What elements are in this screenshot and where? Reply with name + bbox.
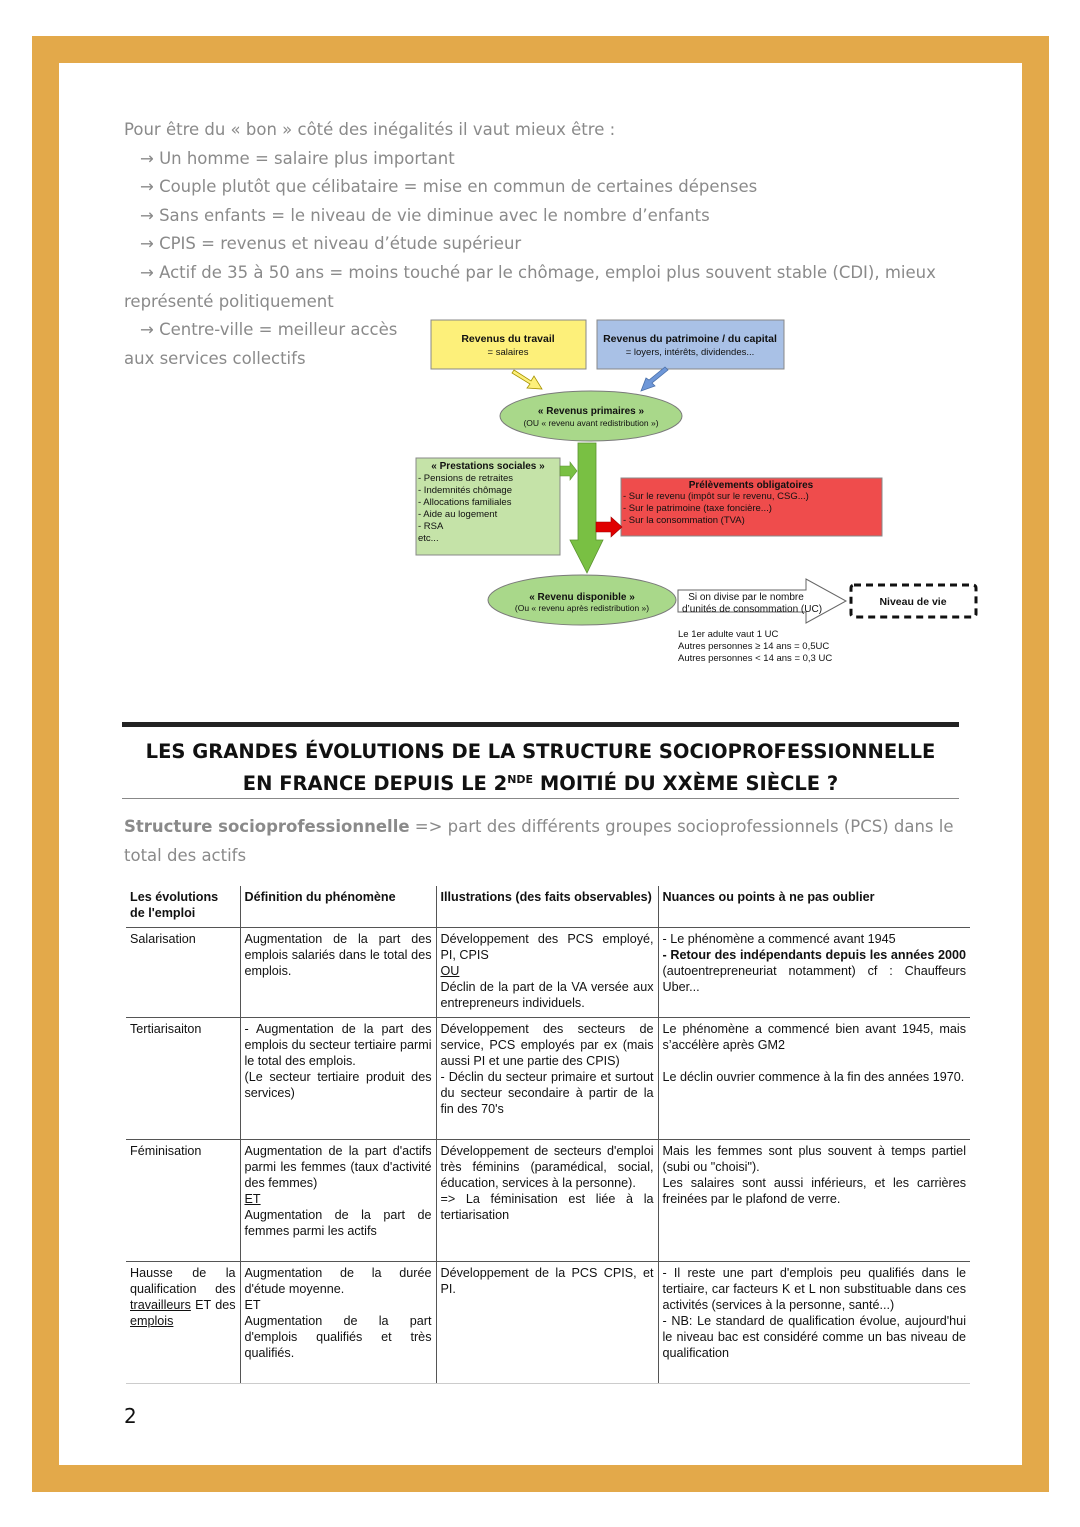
intro-item-continuation: aux services collectifs — [124, 348, 306, 368]
cell-text: Mais les femmes sont plus souvent à temp… — [662, 1144, 967, 1174]
intro-lead: Pour être du « bon » côté des inégalités… — [124, 120, 616, 139]
page-number: 2 — [124, 1404, 137, 1428]
intro-item: → Actif de 35 à 50 ans = moins touché pa… — [140, 262, 936, 282]
cell-text: ET des — [190, 1298, 236, 1312]
cell-text: Le déclin ouvrier commence à la fin des … — [662, 1070, 965, 1084]
cell-text: - Déclin du secteur primaire et surtout … — [440, 1070, 654, 1116]
cell-text: Les salaires sont aussi inférieurs, et l… — [662, 1176, 967, 1206]
table-header: Les évolutions de l'emploi — [126, 886, 241, 928]
section-top-rule — [122, 722, 959, 727]
cell-text: (Le secteur tertiaire produit des servic… — [244, 1070, 432, 1100]
table-cell: Hausse de la qualification des travaille… — [126, 1261, 241, 1384]
cell-text: ET — [244, 1192, 261, 1206]
table-cell: - Il reste une part d'emplois peu qualif… — [657, 1261, 970, 1384]
section-title-line2: EN FRANCE DEPUIS LE 2NDE MOITIÉ DU XXÈME… — [122, 766, 959, 798]
table-row: Tertiarisaiton - Augmentation de la part… — [126, 1017, 970, 1140]
cell-text: Développement de secteurs d'emploi très … — [440, 1144, 654, 1190]
table-cell: - Le phénomène a commencé avant 1945 - R… — [657, 927, 970, 1018]
cell-text: - Le phénomène a commencé avant 1945 — [662, 932, 896, 946]
section-title-line2-a: EN FRANCE DEPUIS LE 2 — [242, 772, 508, 795]
intro-item: → Centre-ville = meilleur accès — [140, 320, 398, 340]
table-row: Féminisation Augmentation de la part d'a… — [126, 1139, 970, 1262]
cell-spacer — [663, 1053, 967, 1069]
cell-text: - NB: Le standard de qualification évolu… — [662, 1314, 967, 1360]
table-cell: Le phénomène a commencé bien avant 1945,… — [657, 1017, 970, 1140]
cell-text: Développement des secteurs de service, P… — [440, 1022, 654, 1068]
table-header-row: Les évolutions de l'emploi Définition du… — [126, 886, 970, 928]
cell-text: Le phénomène a commencé bien avant 1945,… — [662, 1022, 967, 1052]
table-cell: Développement des secteurs de service, P… — [435, 1017, 659, 1140]
table-row: Salarisation Augmentation de la part des… — [126, 927, 970, 1018]
cell-text: emplois — [130, 1314, 174, 1328]
cell-text: (autoentrepreneuriat notamment) cf : Cha… — [662, 964, 967, 994]
table-cell: Développement des PCS employé, PI, CPIS … — [435, 927, 659, 1018]
intro-text: Pour être du « bon » côté des inégalités… — [124, 116, 944, 373]
definition-text: => part des différents groupes socioprof… — [124, 817, 954, 865]
definition-term: Structure socioprofessionnelle — [124, 817, 410, 836]
table-cell: Développement de secteurs d'emploi très … — [435, 1139, 659, 1262]
intro-item: → Sans enfants = le niveau de vie diminu… — [140, 205, 710, 225]
table-cell: Développement de la PCS CPIS, et PI. — [435, 1261, 659, 1384]
table-cell: Féminisation — [126, 1139, 241, 1262]
evolutions-table: Les évolutions de l'emploi Définition du… — [126, 886, 970, 1384]
cell-text: Augmentation de la part de femmes parmi … — [244, 1208, 432, 1238]
table-cell: Mais les femmes sont plus souvent à temp… — [657, 1139, 970, 1262]
table-row: Hausse de la qualification des travaille… — [126, 1261, 970, 1384]
table-cell: Salarisation — [126, 927, 241, 1018]
table-cell: Augmentation de la part d'actifs parmi l… — [239, 1139, 437, 1262]
intro-item-continuation: représenté politiquement — [124, 291, 334, 311]
cell-text: Augmentation de la durée d'étude moyenne… — [244, 1266, 432, 1296]
section-title: LES GRANDES ÉVOLUTIONS DE LA STRUCTURE S… — [122, 738, 959, 798]
cell-text-bold: - Retour des indépendants depuis les ann… — [662, 948, 967, 962]
cell-text: Développement des PCS employé, PI, CPIS — [440, 932, 654, 962]
cell-text: travailleurs — [130, 1298, 191, 1312]
table-cell: - Augmentation de la part des emplois du… — [239, 1017, 437, 1140]
section-title-line1: LES GRANDES ÉVOLUTIONS DE LA STRUCTURE S… — [145, 740, 936, 763]
table-header: Nuances ou points à ne pas oublier — [657, 886, 970, 928]
section-title-line2-b: MOITIÉ DU XXÈME SIÈCLE ? — [533, 772, 839, 795]
cell-text: Déclin de la part de la VA versée aux en… — [440, 980, 654, 1010]
table-cell: Augmentation de la durée d'étude moyenne… — [239, 1261, 437, 1384]
table-header: Illustrations (des faits observables) — [435, 886, 659, 928]
section-bottom-rule — [122, 798, 959, 799]
intro-item: → Un homme = salaire plus important — [140, 148, 455, 168]
intro-item: → Couple plutôt que célibataire = mise e… — [140, 177, 758, 197]
definition-paragraph: Structure socioprofessionnelle => part d… — [124, 813, 954, 870]
table-cell: Tertiarisaiton — [126, 1017, 241, 1140]
cell-text: - Augmentation de la part des emplois du… — [244, 1022, 432, 1068]
table-header: Définition du phénomène — [239, 886, 437, 928]
section-title-sup: NDE — [507, 773, 534, 786]
cell-text: Augmentation de la part d'actifs parmi l… — [244, 1144, 432, 1190]
cell-text: ET — [244, 1298, 261, 1312]
intro-item: → CPIS = revenus et niveau d’étude supér… — [140, 234, 522, 254]
cell-text: - Il reste une part d'emplois peu qualif… — [662, 1266, 967, 1312]
cell-text: Hausse de la qualification des — [130, 1266, 236, 1296]
table-cell: Augmentation de la part des emplois sala… — [239, 927, 437, 1018]
cell-text: Augmentation de la part d'emplois qualif… — [244, 1314, 432, 1360]
cell-text: => La féminisation est liée à la tertiar… — [440, 1192, 654, 1222]
cell-text: OU — [440, 964, 460, 978]
